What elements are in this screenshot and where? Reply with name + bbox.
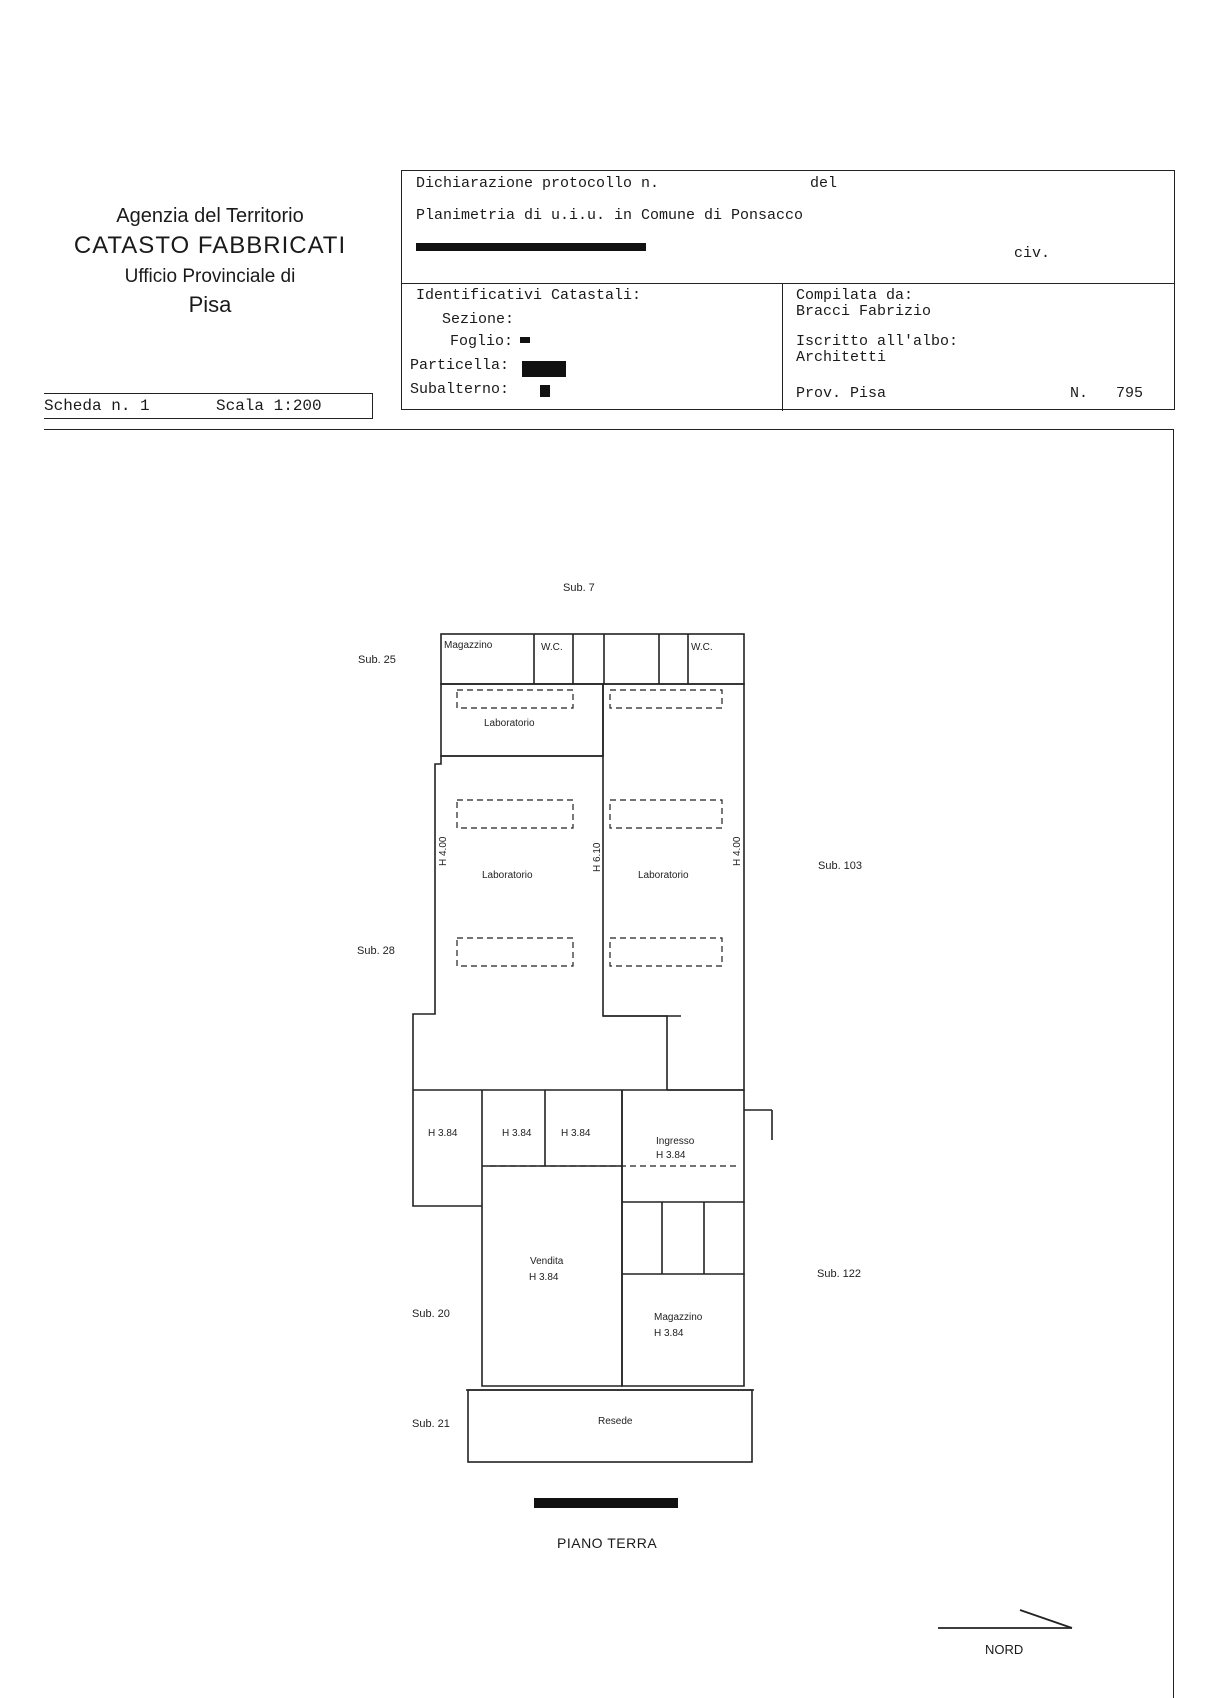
sub-20-label: Sub. 20	[412, 1308, 450, 1320]
sub-7-label: Sub. 7	[563, 582, 595, 594]
drawing-frame	[44, 429, 1174, 1698]
height-label-vendita: H 3.84	[529, 1272, 559, 1283]
n-value: 795	[1116, 385, 1144, 402]
dichiarazione-label: Dichiarazione protocollo n.	[416, 175, 660, 192]
sub-103-label: Sub. 103	[818, 860, 863, 872]
north-label: NORD	[985, 1642, 1024, 1657]
skylight-1	[456, 689, 574, 709]
room-laboratorio-1: Laboratorio	[484, 718, 535, 729]
header-table: Dichiarazione protocollo n. del Planimet…	[401, 170, 1175, 411]
del-label: del	[810, 175, 838, 192]
redaction-particella	[522, 361, 566, 377]
sub-25-label: Sub. 25	[358, 654, 396, 666]
planimetria-label: Planimetria di u.i.u. in Comune di Ponsa…	[416, 207, 804, 224]
skylight-6	[609, 937, 723, 967]
header-identificativi-cell	[402, 283, 783, 411]
ingresso-walls	[621, 1090, 745, 1203]
room-laboratorio-3: Laboratorio	[638, 870, 689, 881]
room-magazzino-top: Magazzino	[444, 640, 493, 651]
north-arrow	[938, 1609, 1073, 1629]
scheda-box: Scheda n. 1 Scala 1:200	[44, 393, 373, 419]
height-label-corridor-3: H 3.84	[561, 1128, 591, 1139]
subalterno-label: Subalterno:	[410, 381, 510, 398]
agency-block: Agenzia del Territorio CATASTO FABBRICAT…	[60, 205, 360, 318]
redaction-owner	[534, 1498, 678, 1508]
albo-value: Architetti	[796, 349, 887, 366]
height-label-6-10: H 6.10	[592, 842, 603, 872]
room-wc-2: W.C.	[691, 642, 713, 653]
scheda-label: Scheda n. 1	[44, 397, 150, 415]
room-magazzino-bottom: Magazzino	[654, 1312, 703, 1323]
ufficio-label: Ufficio Provinciale di	[124, 266, 296, 287]
skylight-2	[609, 689, 723, 709]
height-label-ingresso: H 3.84	[656, 1150, 686, 1161]
magazzino-bottom-walls	[621, 1274, 745, 1387]
agency-name: Agenzia del Territorio	[116, 205, 304, 227]
header-row-top	[402, 171, 1174, 284]
prov-label: Prov. Pisa	[796, 385, 887, 402]
sub-122-label: Sub. 122	[817, 1268, 862, 1280]
sub-21-label: Sub. 21	[412, 1418, 450, 1430]
room-vendita: Vendita	[530, 1256, 564, 1267]
room-wc-1: W.C.	[541, 642, 563, 653]
sub-28-label: Sub. 28	[357, 945, 395, 957]
redaction-subalterno	[540, 385, 550, 397]
n-label: N.	[1070, 385, 1089, 402]
skylight-4	[609, 799, 723, 829]
skylight-3	[456, 799, 574, 829]
height-label-magazzino: H 3.84	[654, 1328, 684, 1339]
compilatore-name: Bracci Fabrizio	[796, 303, 932, 320]
skylight-5	[456, 937, 574, 967]
laboratorio-left-walls	[412, 684, 668, 1090]
closets-walls	[621, 1202, 745, 1275]
height-label-4-00-right: H 4.00	[732, 836, 743, 866]
sezione-label: Sezione:	[442, 311, 515, 328]
laboratorio-right-walls	[603, 683, 745, 1091]
catasto-title: CATASTO FABBRICATI	[73, 232, 347, 259]
floor-title: PIANO TERRA	[557, 1535, 658, 1551]
identificativi-label: Identificativi Catastali:	[416, 287, 642, 304]
particella-label: Particella:	[410, 357, 510, 374]
room-ingresso: Ingresso	[656, 1136, 695, 1147]
room-laboratorio-2: Laboratorio	[482, 870, 533, 881]
scala-label: Scala 1:200	[216, 397, 322, 415]
civ-label: civ.	[1014, 245, 1051, 262]
room-resede: Resede	[598, 1416, 633, 1427]
height-label-4-00-left: H 4.00	[438, 836, 449, 866]
compilata-label: Compilata da:	[796, 287, 914, 304]
redaction-foglio	[520, 337, 530, 343]
height-label-corridor-2: H 3.84	[502, 1128, 532, 1139]
height-label-corridor-1: H 3.84	[428, 1128, 458, 1139]
ufficio-city: Pisa	[188, 292, 232, 317]
redaction-address	[416, 243, 646, 251]
iscritto-label: Iscritto all'albo:	[796, 333, 959, 350]
foglio-label: Foglio:	[450, 333, 514, 350]
